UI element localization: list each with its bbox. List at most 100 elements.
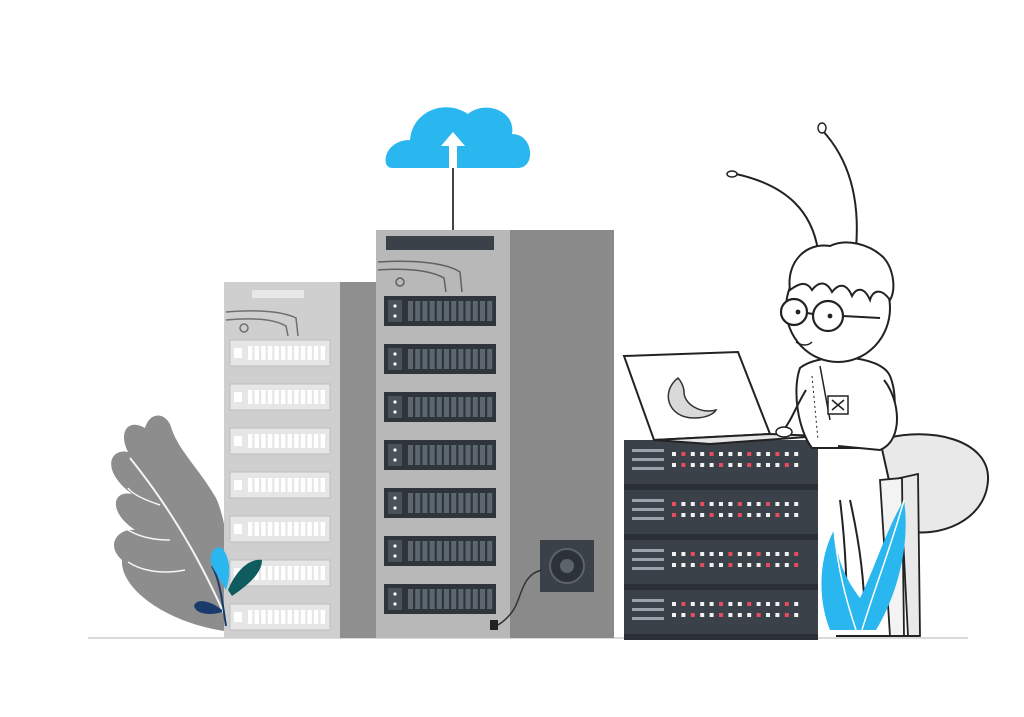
- rack-led: [709, 502, 714, 506]
- server-bay-vent: [267, 522, 273, 536]
- rack-led: [728, 463, 733, 467]
- server-bay-vent: [487, 349, 493, 369]
- rack-led: [700, 602, 705, 606]
- server-bay-vent: [472, 301, 478, 321]
- server-bay-vent: [320, 478, 325, 492]
- server-bay-vent: [320, 610, 325, 624]
- server-bay-vent: [480, 493, 485, 513]
- rack-led: [719, 602, 723, 606]
- server-rack-stack: [624, 440, 818, 640]
- server-bay-vent: [480, 349, 485, 369]
- rack-led: [775, 502, 780, 506]
- server-bay-vent: [444, 541, 449, 561]
- server-bay-vent: [300, 390, 306, 404]
- server-bay-vent: [300, 434, 306, 448]
- server-bay-vent: [408, 397, 413, 417]
- server-bay-vent: [472, 589, 478, 609]
- server-bay-vent: [422, 493, 428, 513]
- server-bay-vent: [465, 397, 471, 417]
- rack-unit: [624, 540, 818, 584]
- rack-led: [794, 463, 799, 467]
- server-bay-vent: [300, 610, 306, 624]
- server-bay-vent: [487, 541, 493, 561]
- server-bay-vent: [261, 478, 266, 492]
- server-bay-slot: [229, 515, 331, 543]
- rack-led: [728, 513, 733, 517]
- server-bay-vent: [480, 397, 485, 417]
- rack-led: [719, 613, 723, 617]
- server-bay-vent: [267, 610, 273, 624]
- server-bay-slot: [229, 383, 331, 411]
- server-bay-handle: [388, 396, 402, 418]
- server-bay-vent: [465, 541, 471, 561]
- server-bay-vent: [314, 610, 319, 624]
- server-bay-slot: [229, 471, 331, 499]
- server-bay-vent: [458, 397, 464, 417]
- server-bay-vent: [254, 346, 259, 360]
- server-bay-vent: [267, 390, 273, 404]
- server-bay-vent: [294, 610, 299, 624]
- rack-led: [681, 613, 686, 617]
- server-bay-vent: [436, 541, 442, 561]
- server-bay-vent: [307, 478, 312, 492]
- server-bay-vent: [294, 478, 299, 492]
- rack-led: [775, 613, 780, 617]
- rack-led: [681, 513, 686, 517]
- rack-led: [775, 513, 780, 517]
- rack-led: [756, 563, 761, 567]
- server-bay-vent: [465, 445, 471, 465]
- server-bay-vent: [307, 346, 312, 360]
- server-bay-vent: [487, 301, 493, 321]
- server-bay-vent: [300, 478, 306, 492]
- rack-led: [784, 613, 789, 617]
- rack-led: [794, 602, 799, 606]
- server-bay-handle: [388, 588, 402, 610]
- server-bay-vent: [415, 445, 421, 465]
- rack-led: [690, 613, 695, 617]
- server-bay-vent: [287, 390, 292, 404]
- server-bay-vent: [274, 346, 279, 360]
- server-bay-vent: [248, 522, 253, 536]
- server-bay-vent: [314, 478, 319, 492]
- rack-led: [794, 613, 799, 617]
- server-bay-vent: [261, 390, 266, 404]
- leaf-plant-grey: [111, 415, 233, 633]
- server-bay-vent: [307, 390, 312, 404]
- server-bay-vent: [254, 390, 259, 404]
- rack-unit-gap: [624, 534, 818, 540]
- rack-led: [737, 463, 742, 467]
- server-bay-vent: [307, 566, 312, 580]
- server-bay-vent: [287, 566, 292, 580]
- rack-led: [700, 552, 705, 556]
- server-bay-slot: [229, 603, 331, 631]
- rack-led: [672, 463, 676, 467]
- server-bay-vent: [444, 493, 449, 513]
- rack-led: [747, 502, 752, 506]
- rack-led: [756, 552, 761, 556]
- server-bay-led: [393, 400, 397, 404]
- rack-led: [747, 563, 752, 567]
- rack-led: [681, 463, 686, 467]
- server-bay-vent: [320, 346, 325, 360]
- server-bay-vent: [314, 522, 319, 536]
- rack-vent-line: [632, 517, 664, 520]
- server-bay-vent: [294, 434, 299, 448]
- rack-led: [681, 563, 686, 567]
- cloud-upload-icon: [385, 107, 531, 230]
- rack-led: [747, 452, 752, 456]
- rack-vent-line: [632, 558, 664, 561]
- server-bay-vent: [281, 434, 286, 448]
- server-bay-led: [393, 544, 397, 548]
- server-bay-vent: [287, 522, 292, 536]
- server-bay-vent: [287, 434, 292, 448]
- rack-led: [766, 602, 770, 606]
- server-bay-vent: [458, 349, 464, 369]
- server-bay-vent: [458, 445, 464, 465]
- server-bay-vent: [480, 301, 485, 321]
- server-bay-vent: [451, 301, 457, 321]
- rack-led: [681, 602, 686, 606]
- server-bay-vent: [429, 445, 435, 465]
- server-bay-vent: [436, 493, 442, 513]
- server-bay-handle: [388, 300, 402, 322]
